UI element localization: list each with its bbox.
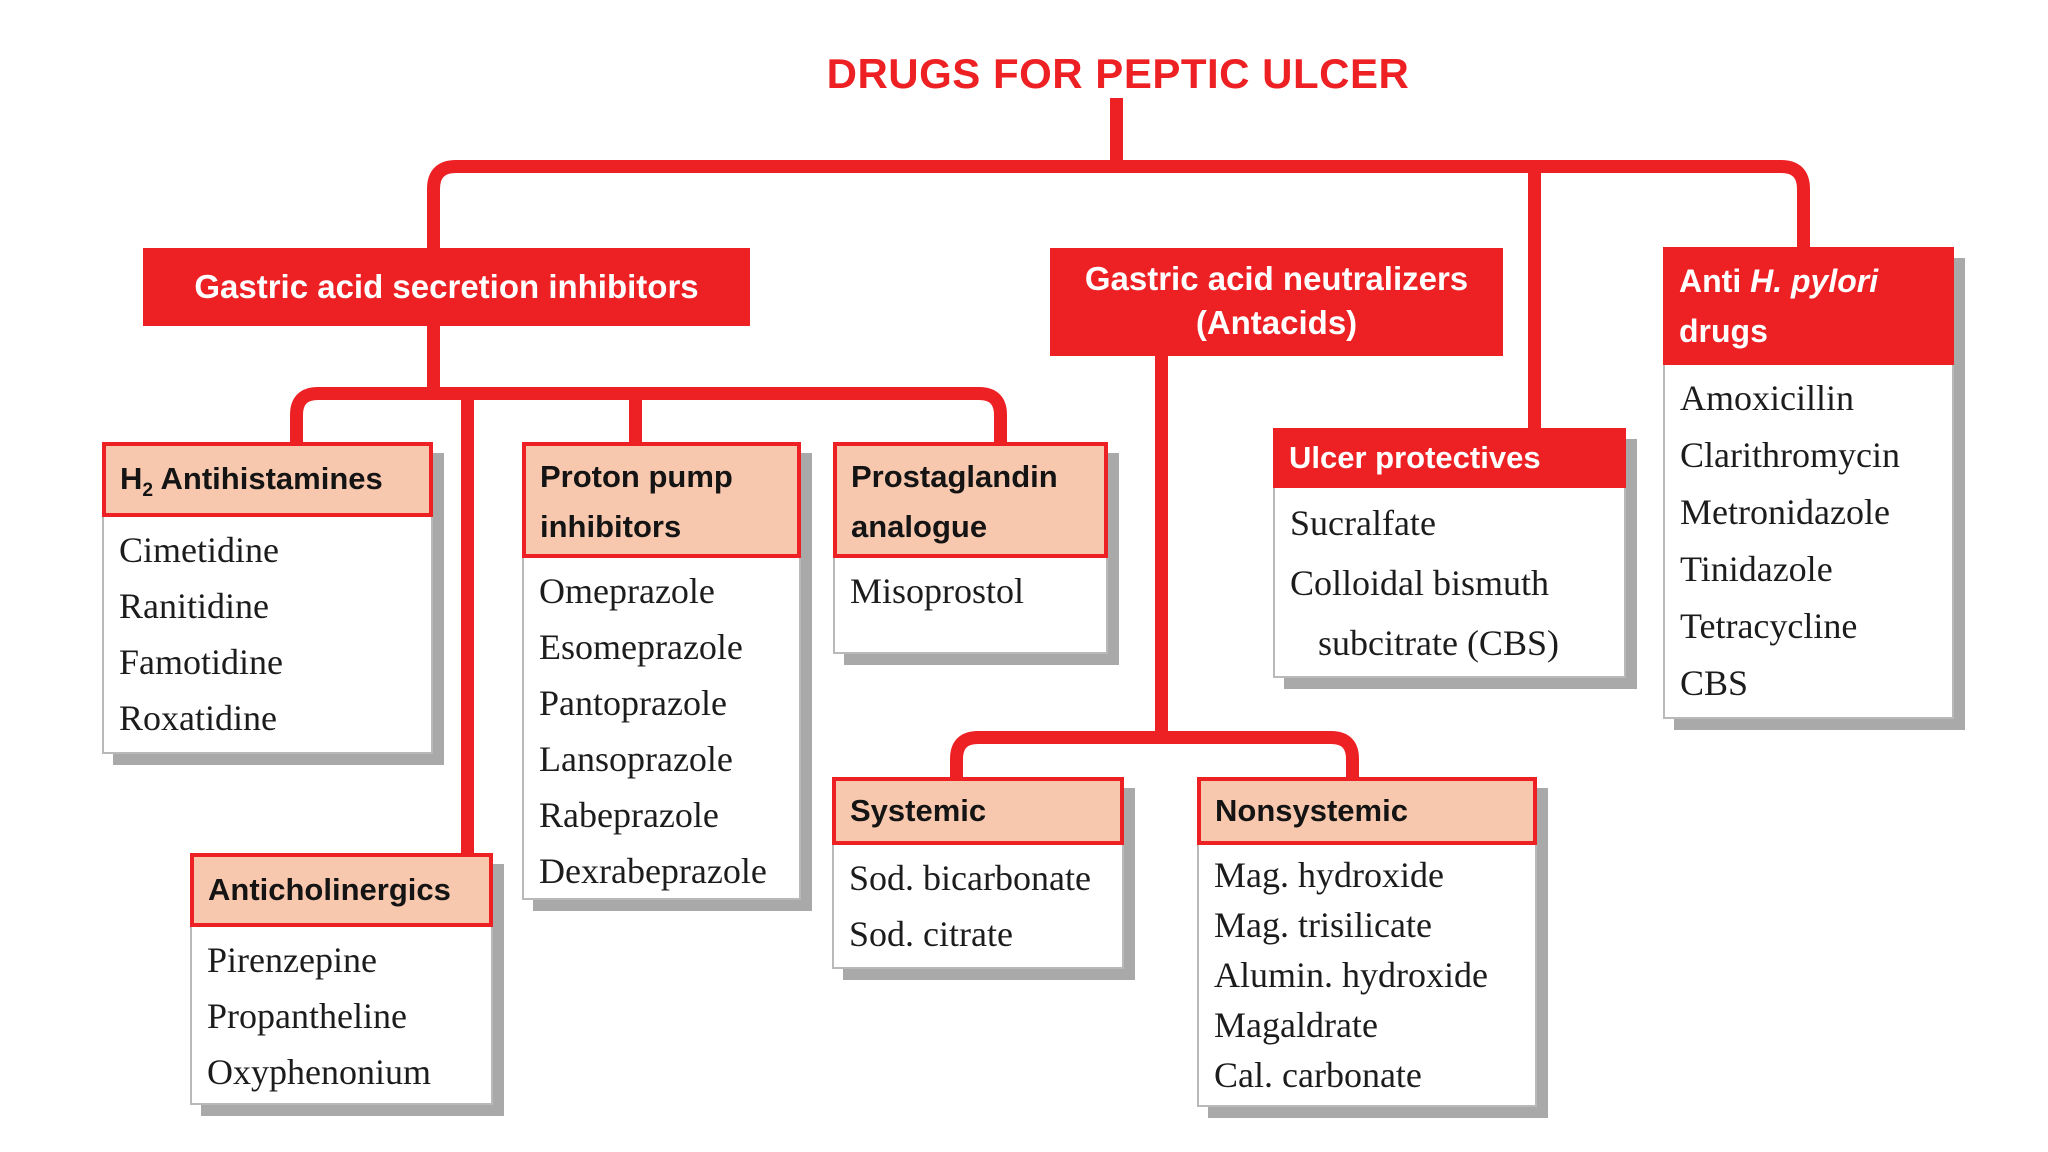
connector-bar1 xyxy=(427,160,1810,253)
header-line1: Proton pump xyxy=(540,459,733,494)
node-h2-antihistamines: H2 Antihistamines Cimetidine Ranitidine … xyxy=(102,442,433,754)
header-text: Nonsystemic xyxy=(1215,793,1408,828)
node-anti-h-pylori-drugs: Anti H. pylori drugs Amoxicillin Clarith… xyxy=(1663,247,1954,719)
drug-item: Clarithromycin xyxy=(1680,435,1900,475)
drug-item: Oxyphenonium xyxy=(207,1052,431,1092)
drug-list: Omeprazole Esomeprazole Pantoprazole Lan… xyxy=(522,558,801,900)
header-text: H xyxy=(120,461,143,496)
drug-item: Rabeprazole xyxy=(539,795,719,835)
drug-item: Pantoprazole xyxy=(539,683,727,723)
header-subscript: 2 xyxy=(142,480,154,502)
drug-item: Sucralfate xyxy=(1290,503,1436,543)
drug-item: Dexrabeprazole xyxy=(539,851,767,891)
drug-item: Esomeprazole xyxy=(539,627,743,667)
header-text: Antihistamines xyxy=(153,461,383,496)
drug-list: Sucralfate Colloidal bismuth subcitrate … xyxy=(1273,488,1626,678)
drug-item: Metronidazole xyxy=(1680,492,1890,532)
node-header: Systemic xyxy=(832,777,1124,845)
drug-item: Mag. trisilicate xyxy=(1214,905,1432,945)
drug-list: Misoprostol xyxy=(833,558,1108,654)
node-gastric-acid-secretion-inhibitors: Gastric acid secretion inhibitors xyxy=(143,248,750,326)
node-label-line1: Gastric acid neutralizers xyxy=(1084,260,1469,297)
drug-item: Pirenzepine xyxy=(207,940,377,980)
node-gastric-acid-neutralizers: Gastric acid neutralizers (Antacids) xyxy=(1050,248,1503,356)
drug-item: Cimetidine xyxy=(119,530,279,570)
connector-bar2 xyxy=(290,387,1007,447)
node-prostaglandin-analogue: Prostaglandin analogue Misoprostol xyxy=(833,442,1108,654)
node-label: Gastric acid secretion inhibitors xyxy=(194,268,699,305)
diagram-title: DRUGS FOR PEPTIC ULCER xyxy=(826,50,1410,97)
header-line2: inhibitors xyxy=(540,509,682,544)
drug-item: Misoprostol xyxy=(850,571,1025,611)
node-proton-pump-inhibitors: Proton pump inhibitors Omeprazole Esomep… xyxy=(522,442,801,900)
drug-item: Mag. hydroxide xyxy=(1214,855,1444,895)
drug-item: Famotidine xyxy=(119,642,283,682)
node-label-line2: (Antacids) xyxy=(1195,304,1358,341)
node-nonsystemic-antacids: Nonsystemic Mag. hydroxide Mag. trisilic… xyxy=(1197,777,1537,1107)
header-line2: analogue xyxy=(851,509,988,544)
drug-item: Colloidal bismuth xyxy=(1290,563,1550,603)
drug-item: Sod. bicarbonate xyxy=(849,858,1091,898)
drug-item: Roxatidine xyxy=(119,698,277,738)
drug-item: Cal. carbonate xyxy=(1214,1055,1422,1095)
drug-item: Propantheline xyxy=(207,996,407,1036)
drug-list: Amoxicillin Clarithromycin Metronidazole… xyxy=(1663,365,1954,719)
header-text: Ulcer protectives xyxy=(1289,440,1541,475)
drug-list: Mag. hydroxide Mag. trisilicate Alumin. … xyxy=(1197,845,1537,1107)
drug-item: subcitrate (CBS) xyxy=(1318,623,1559,663)
connector-bar3 xyxy=(950,731,1359,782)
node-header: Anticholinergics xyxy=(190,853,493,927)
drug-item: Sod. citrate xyxy=(849,914,1013,954)
drug-item: Ranitidine xyxy=(119,586,269,626)
header-line2: drugs xyxy=(1679,313,1768,349)
node-systemic-antacids: Systemic Sod. bicarbonate Sod. citrate xyxy=(832,777,1124,969)
drug-list: Pirenzepine Propantheline Oxyphenonium xyxy=(190,927,493,1105)
drug-list: Cimetidine Ranitidine Famotidine Roxatid… xyxy=(102,517,433,754)
node-ulcer-protectives: Ulcer protectives Sucralfate Colloidal b… xyxy=(1273,428,1626,678)
header-italic-text: H. pylori xyxy=(1750,263,1879,299)
header-line1: Prostaglandin xyxy=(851,459,1058,494)
drug-item: Lansoprazole xyxy=(539,739,733,779)
drug-item: Magaldrate xyxy=(1214,1005,1378,1045)
node-header: Ulcer protectives xyxy=(1273,428,1626,488)
node-header: Proton pump inhibitors xyxy=(522,442,801,558)
header-text: Anti xyxy=(1679,263,1751,299)
node-anticholinergics: Anticholinergics Pirenzepine Propantheli… xyxy=(190,853,493,1105)
drug-item: Omeprazole xyxy=(539,571,715,611)
drug-list: Sod. bicarbonate Sod. citrate xyxy=(832,845,1124,969)
drug-item: CBS xyxy=(1680,663,1749,703)
header-text: Anticholinergics xyxy=(208,872,451,907)
drug-item: Amoxicillin xyxy=(1680,378,1854,418)
drug-item: Tinidazole xyxy=(1680,549,1833,589)
header-text: Systemic xyxy=(850,793,987,828)
node-header: Anti H. pylori drugs xyxy=(1663,247,1954,365)
drug-item: Tetracycline xyxy=(1680,606,1858,646)
drug-item: Alumin. hydroxide xyxy=(1214,955,1488,995)
node-header: Nonsystemic xyxy=(1197,777,1537,845)
header-line1: Anti H. pylori xyxy=(1679,256,1954,306)
node-header: H2 Antihistamines xyxy=(102,442,433,517)
node-header: Prostaglandin analogue xyxy=(833,442,1108,558)
